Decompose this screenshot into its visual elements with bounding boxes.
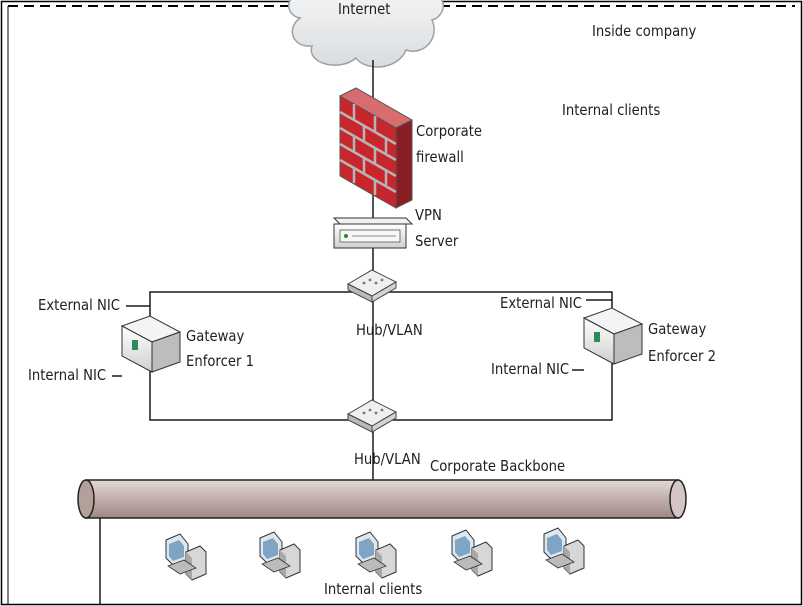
cloud-icon (288, 0, 444, 68)
external-nic-right-label: External NIC (500, 294, 582, 312)
vpn-label-line2: Server (415, 232, 459, 250)
hub-top-label: Hub/VLAN (356, 321, 423, 339)
gateway2-label-line1: Gateway (648, 320, 707, 338)
external-nic-left-label: External NIC (38, 296, 120, 314)
workstation-icon (355, 531, 397, 579)
backbone-pipe (77, 479, 687, 519)
gateway2-label-line2: Enforcer 2 (648, 347, 716, 365)
hub-bottom-label: Hub/VLAN (354, 450, 421, 468)
firewall-label-line2: firewall (416, 148, 464, 166)
gateway-enforcer-icon (582, 307, 644, 365)
gateway-enforcer-icon (120, 315, 182, 373)
workstation-icon (451, 529, 493, 577)
internet-label: Internet (338, 0, 391, 18)
gateway1-label-line1: Gateway (186, 327, 245, 345)
workstation-icon (543, 527, 585, 575)
internal-clients-top-label: Internal clients (562, 101, 661, 119)
workstation-icon (259, 531, 301, 579)
vpn-server-icon (332, 217, 414, 249)
backbone-label: Corporate Backbone (430, 457, 566, 475)
firewall-label-line1: Corporate (416, 122, 482, 140)
vpn-label-line1: VPN (415, 206, 442, 224)
hub-icon (346, 269, 398, 303)
gateway1-label-line2: Enforcer 1 (186, 352, 254, 370)
inside-company-label: Inside company (592, 22, 697, 40)
firewall-icon (338, 87, 414, 209)
internal-nic-right-label: Internal NIC (491, 360, 570, 378)
internal-nic-left-label: Internal NIC (28, 366, 107, 384)
workstation-icon (165, 533, 207, 581)
internal-clients-bottom-label: Internal clients (324, 580, 423, 598)
hub-icon (346, 399, 398, 433)
